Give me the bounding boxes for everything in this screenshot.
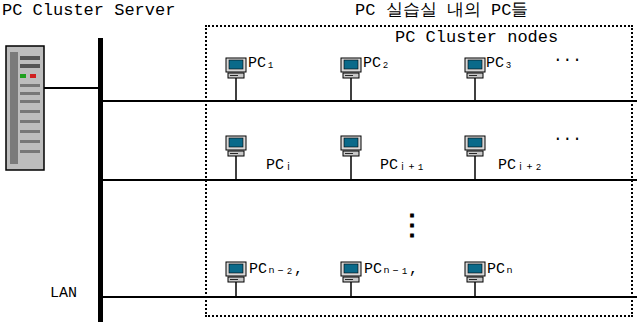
pc-label: PCₙ₋₂, bbox=[249, 262, 303, 279]
pc-label: PC₂ bbox=[363, 56, 390, 73]
pc-label: PCᵢ bbox=[266, 158, 293, 175]
room-heading: PC 실습실 내의 PC들 bbox=[355, 2, 528, 21]
vertical-ellipsis: ⋮ bbox=[398, 212, 426, 243]
server-title: PC Cluster Server bbox=[2, 2, 175, 21]
pc-label: PCₙ bbox=[487, 262, 514, 279]
pc-label: PCᵢ₊₂ bbox=[498, 158, 543, 175]
cluster-heading: PC Cluster nodes bbox=[395, 29, 558, 48]
server-node: PC Cluster Server bbox=[0, 0, 195, 175]
ellipsis: ··· bbox=[553, 52, 582, 70]
pc-label: PCᵢ₊₁ bbox=[380, 158, 425, 175]
pc-label: PC₃ bbox=[486, 56, 513, 73]
ellipsis: ··· bbox=[553, 131, 582, 149]
pc-label: PC₁ bbox=[248, 56, 275, 73]
server-icon bbox=[6, 46, 44, 170]
lan-label: LAN bbox=[50, 286, 77, 303]
pc-label: PCₙ₋₁, bbox=[364, 262, 418, 279]
